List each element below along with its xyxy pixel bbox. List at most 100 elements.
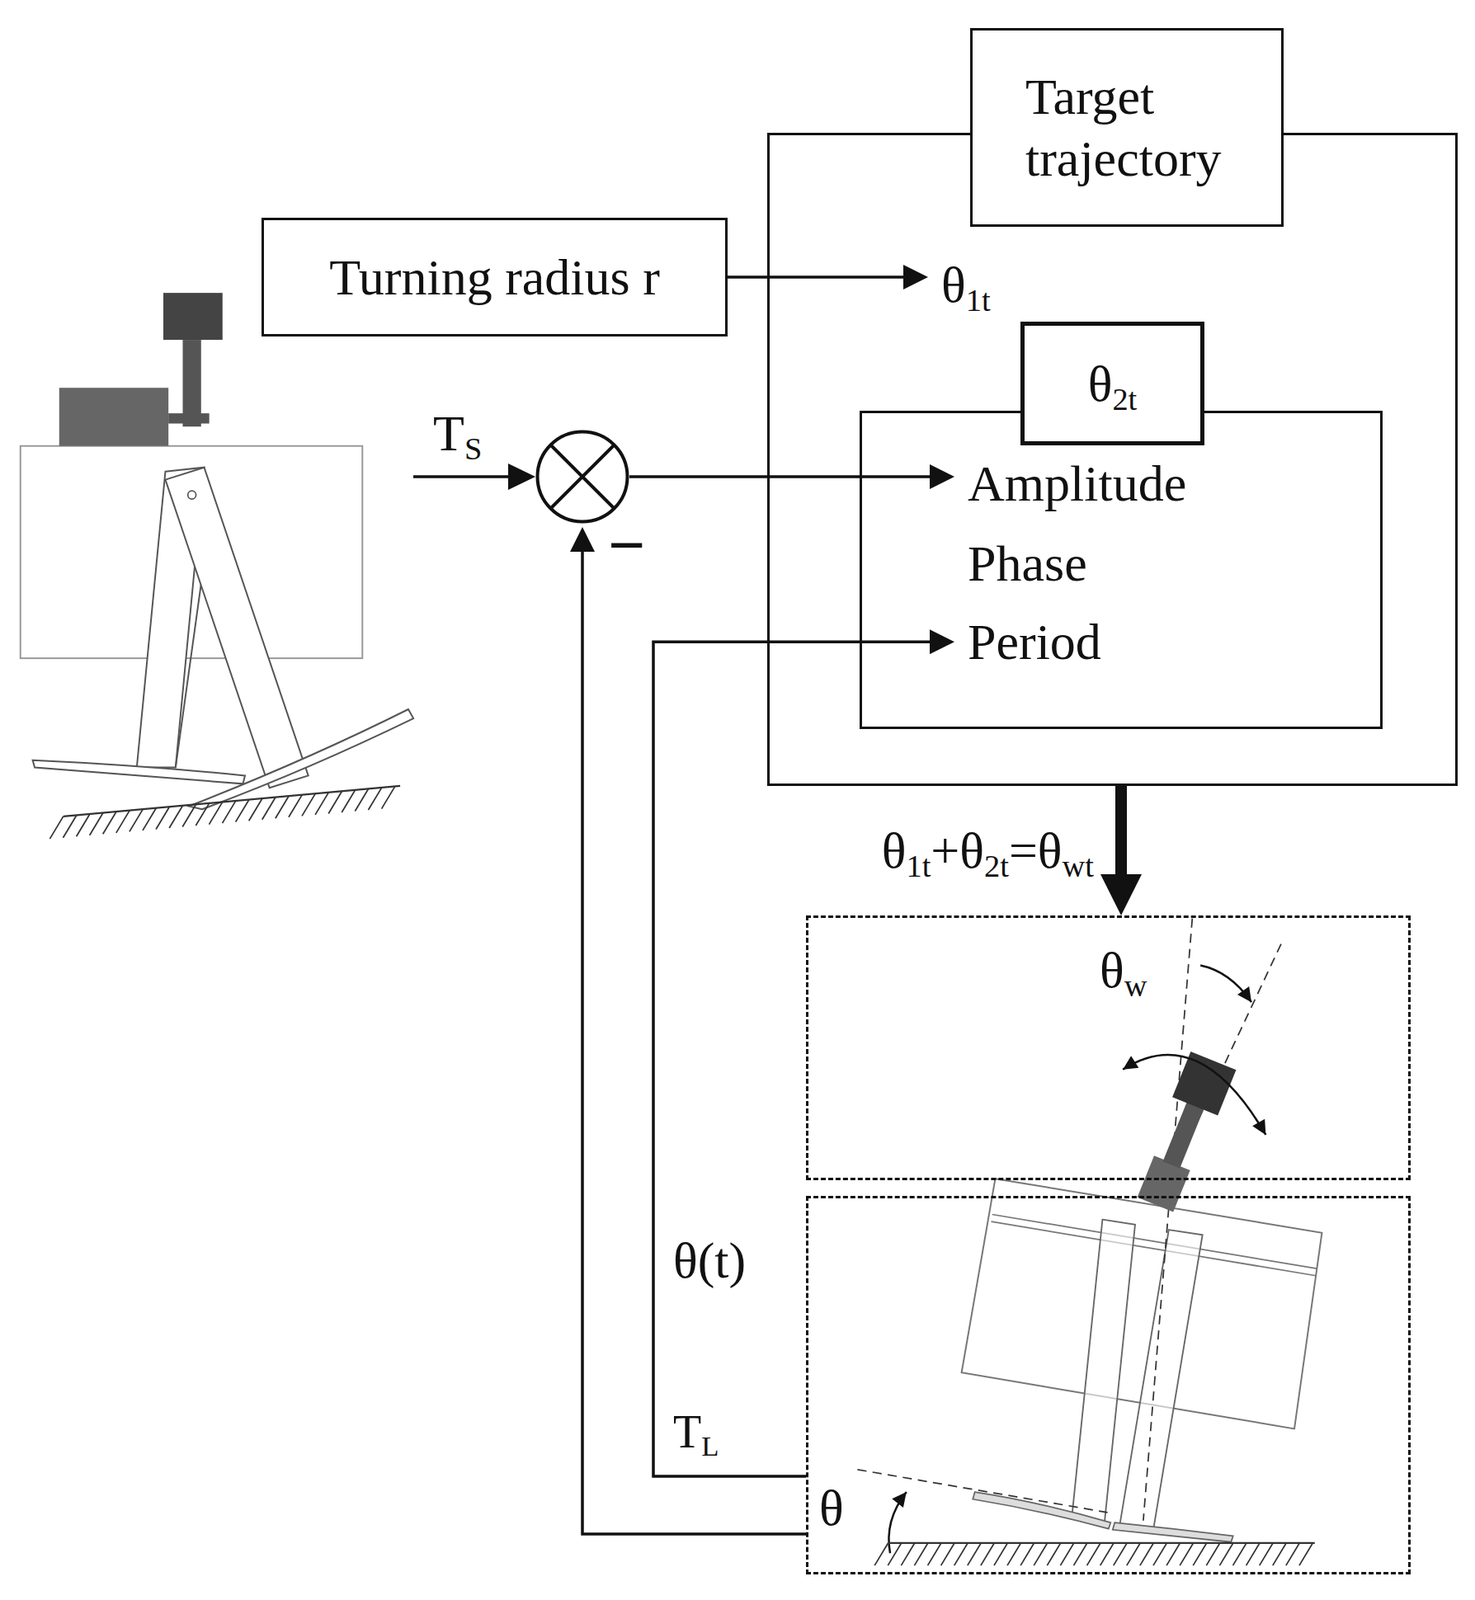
block-box: θ2tAmplitudePhasePeriod bbox=[859, 410, 1383, 730]
block-text: θw bbox=[1099, 939, 1147, 1001]
ground bbox=[1020, 1543, 1034, 1566]
ground bbox=[129, 809, 143, 832]
ground bbox=[1007, 1543, 1021, 1566]
title-tab: θ2t bbox=[1020, 321, 1205, 446]
ground bbox=[328, 791, 342, 814]
ground bbox=[1140, 1543, 1154, 1566]
body-plate bbox=[991, 1221, 1316, 1277]
ground bbox=[116, 810, 130, 834]
ground bbox=[994, 1543, 1008, 1566]
left-foot bbox=[972, 1492, 1111, 1530]
subscript: 1t bbox=[966, 282, 991, 318]
right-leg bbox=[164, 467, 308, 789]
right-robot-sketch bbox=[857, 918, 1322, 1567]
ground bbox=[235, 799, 250, 822]
ground bbox=[1153, 1543, 1167, 1566]
right-leg bbox=[1119, 1229, 1202, 1530]
leg-line bbox=[175, 576, 203, 768]
signal-arrow bbox=[727, 275, 904, 279]
signal-label: TL bbox=[673, 1404, 719, 1461]
motor-link bbox=[168, 413, 209, 424]
ground bbox=[155, 806, 170, 830]
block-text: − bbox=[607, 505, 646, 585]
ground bbox=[980, 1543, 995, 1566]
text-slot: Period bbox=[967, 611, 1102, 673]
left-foot bbox=[32, 760, 246, 784]
ground bbox=[1060, 1543, 1074, 1566]
leg-pivot bbox=[188, 490, 197, 500]
ground bbox=[874, 1543, 1315, 1566]
ground bbox=[1087, 1543, 1101, 1566]
block-box: Turning radius r bbox=[261, 217, 728, 337]
axis-line bbox=[1158, 944, 1281, 1206]
title-tab: Target trajectory bbox=[970, 28, 1284, 227]
angle-arrow bbox=[1200, 966, 1252, 1004]
ground bbox=[887, 1543, 901, 1566]
block-text: Phase bbox=[967, 532, 1088, 594]
ground bbox=[954, 1543, 968, 1566]
ground bbox=[1192, 1543, 1207, 1566]
ground bbox=[1299, 1543, 1313, 1566]
ground bbox=[367, 787, 382, 811]
plant-region: θw bbox=[805, 915, 1411, 1181]
ground bbox=[354, 788, 368, 811]
ground bbox=[1100, 1543, 1114, 1566]
ground bbox=[275, 796, 289, 819]
text-slot: Phase bbox=[967, 532, 1088, 594]
ground bbox=[62, 815, 76, 838]
signal-label: θ(t) bbox=[673, 1229, 746, 1292]
body-plate bbox=[992, 1215, 1317, 1270]
block-title: Target trajectory bbox=[1025, 65, 1270, 189]
subscript: w bbox=[1124, 968, 1148, 1004]
ground bbox=[1126, 1543, 1141, 1566]
ground bbox=[142, 808, 156, 831]
actuator-weight bbox=[163, 292, 223, 340]
label-holder: TL bbox=[673, 1404, 719, 1461]
text-slot: θw bbox=[1099, 939, 1147, 1001]
signal-label: TS bbox=[433, 402, 482, 464]
block-box: Target trajectoryθ1tθ2tAmplitudePhasePer… bbox=[767, 132, 1458, 787]
subscript: 1t bbox=[905, 848, 931, 884]
swing-arrow bbox=[1122, 1055, 1266, 1136]
ground bbox=[381, 786, 396, 809]
arrow-head bbox=[508, 463, 536, 491]
ground bbox=[874, 1543, 888, 1566]
right-foot bbox=[1112, 1522, 1234, 1543]
ground bbox=[1259, 1543, 1273, 1566]
ground bbox=[169, 805, 183, 829]
block-text: Amplitude bbox=[967, 452, 1187, 514]
ground bbox=[1246, 1543, 1260, 1566]
ground bbox=[888, 1542, 1315, 1545]
ground bbox=[76, 814, 90, 837]
input-line bbox=[413, 475, 512, 479]
text-slot: Turning radius r bbox=[329, 246, 660, 308]
ground bbox=[208, 801, 222, 825]
ground bbox=[315, 792, 329, 816]
subscript: L bbox=[701, 1430, 719, 1463]
ground bbox=[1286, 1543, 1300, 1566]
block-text: Turning radius r bbox=[329, 246, 660, 308]
ground bbox=[249, 798, 263, 821]
subscript: S bbox=[464, 431, 482, 467]
ground bbox=[1272, 1543, 1287, 1566]
subscript: wt bbox=[1062, 848, 1094, 884]
ground bbox=[49, 816, 63, 839]
ground bbox=[288, 795, 302, 818]
ground bbox=[222, 801, 236, 824]
summing-junction: − bbox=[535, 429, 630, 524]
ground bbox=[1073, 1543, 1087, 1566]
subscript: 2t bbox=[984, 848, 1009, 884]
signal-arrow bbox=[582, 551, 806, 1535]
input-wire bbox=[413, 463, 536, 491]
ground bbox=[941, 1543, 955, 1566]
ground bbox=[1046, 1543, 1061, 1566]
ground bbox=[341, 790, 355, 813]
signal-arrow bbox=[653, 641, 930, 1477]
ground bbox=[182, 804, 196, 827]
text-slot: θ1t bbox=[941, 254, 991, 316]
ground bbox=[262, 797, 276, 820]
